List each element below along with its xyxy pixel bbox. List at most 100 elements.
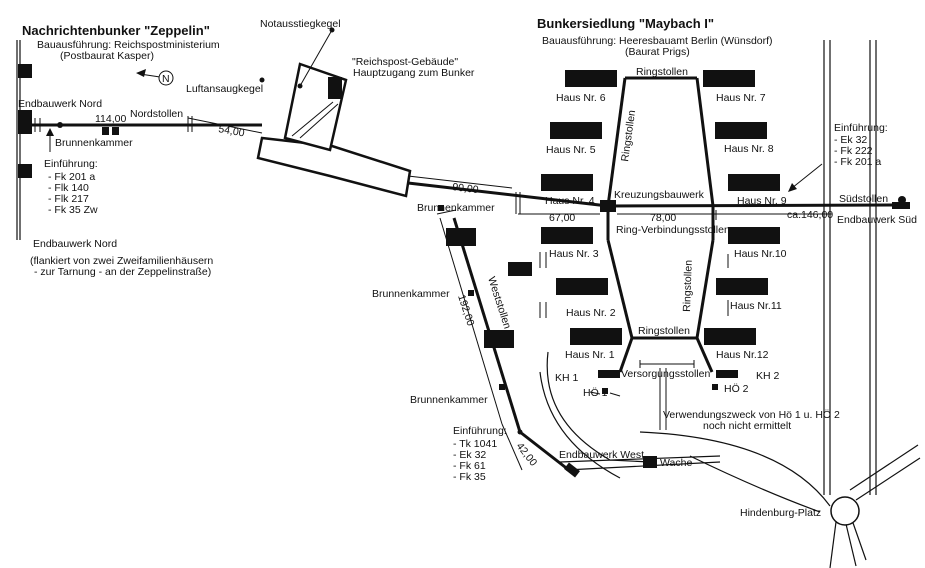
luftansaug-label: Luftansaugkegel (186, 83, 263, 95)
hindenburg-platz-label: Hindenburg-Platz (740, 507, 821, 519)
einf-left-title: Einführung: (44, 158, 98, 170)
verwendungszweck-line-2: noch nicht ermittelt (703, 420, 791, 432)
house-hatch-marks (539, 252, 729, 318)
luftansaug-dot (259, 77, 265, 83)
roads (539, 40, 921, 568)
einf-left-3: - Flk 217 (48, 193, 89, 205)
einf-left-1: - Fk 201 a (48, 171, 95, 183)
zeppelin-subtitle-2: (Postbaurat Kasper) (60, 50, 154, 62)
distance-146: ca.146,00 (787, 209, 833, 221)
house-block-12 (704, 328, 756, 345)
distance-67: 67,00 (549, 212, 575, 224)
nordstollen-label: Nordstollen (130, 108, 183, 120)
house-block-4 (541, 174, 593, 191)
brunnenkammer-nw-block-2 (112, 127, 119, 135)
house-label-12: Haus Nr.12 (716, 349, 769, 361)
brunnenkammer-small-3 (499, 384, 505, 390)
einf-west-4: - Fk 35 (453, 471, 486, 483)
zeppelin-subtitle-1: Bauausführung: Reichspostministerium (37, 39, 220, 51)
endbauwerk-sued-block (892, 202, 910, 209)
brunnenkammer-small-1 (438, 205, 444, 211)
house-label-7: Haus Nr. 7 (716, 92, 766, 104)
flankiert-line-2: - zur Tarnung - an der Zeppelinstraße) (34, 266, 211, 278)
ringstollen-bottom-label: Ringstollen (638, 325, 690, 337)
endbauwerk-nord-bottom-label: Endbauwerk Nord (33, 238, 117, 250)
brunnenkammer-block-upper (446, 228, 476, 246)
house-block-10 (728, 227, 780, 244)
einf-right-1: - Ek 32 (834, 134, 867, 146)
zugang-lines (291, 101, 339, 139)
house-label-3: Haus Nr. 3 (549, 248, 599, 260)
versorgungsstollen-lines (589, 360, 695, 430)
hindenburg-platz-circle (830, 496, 860, 526)
endbauwerk-west-label: Endbauwerk West (559, 449, 644, 461)
house-block-8 (715, 122, 767, 139)
endbauwerk-nord-block-top (18, 64, 32, 78)
kreuzungsbauwerk-block (600, 200, 616, 212)
brunnenkammer-w2-label: Brunnenkammer (410, 394, 488, 406)
suedstollen-label: Südstollen (839, 193, 888, 205)
endbauwerk-nord-top-label: Endbauwerk Nord (18, 98, 102, 110)
house-label-4: Haus Nr. 4 (545, 195, 595, 207)
house-label-11: Haus Nr.11 (730, 300, 782, 312)
notausstieg-dot (329, 27, 335, 33)
brunnenkammer-nw-label: Brunnenkammer (55, 137, 133, 149)
einf-right-2: - Fk 222 (834, 145, 873, 157)
wache-label: Wache (660, 457, 692, 469)
small-building-left (508, 262, 532, 276)
reichspost-label-1: "Reichspost-Gebäude" (352, 56, 458, 68)
connecting-stollen (407, 175, 609, 214)
kh2-block (716, 370, 738, 378)
suedstollen-line (518, 203, 906, 220)
einf-left-4: - Fk 35 Zw (48, 204, 98, 216)
house-label-5: Haus Nr. 5 (546, 144, 596, 156)
ring-verbindungsstollen-label: Ring-Verbindungsstollen (616, 224, 730, 236)
nordstollen-line (32, 116, 263, 134)
notausstieg-pointer (299, 29, 333, 87)
verwendungszweck-line-1: Verwendungszweck von Hö 1 u. HÖ 2 (663, 409, 840, 421)
reichspost-label-2: Hauptzugang zum Bunker (353, 67, 475, 79)
distance-78: 78,00 (650, 212, 676, 224)
distance-114: 114,00 (95, 113, 126, 125)
ho2-block (712, 384, 718, 390)
house-block-5 (550, 122, 602, 139)
house-label-2: Haus Nr. 2 (566, 307, 616, 319)
ringstollen (606, 76, 715, 373)
brunnenkammer-nw-arrowhead (46, 128, 54, 136)
einf-left-2: - Flk 140 (48, 182, 89, 194)
house-label-1: Haus Nr. 1 (565, 349, 615, 361)
flankiert-line-1: (flankiert von zwei Zweifamilienhäusern (30, 255, 213, 267)
ho1-block (602, 388, 608, 394)
einf-west-3: - Fk 61 (453, 460, 486, 472)
north-arrow-icon (136, 69, 174, 86)
brunnenkammer-w1-label: Brunnenkammer (372, 288, 450, 300)
house-block-1 (570, 328, 622, 345)
kh1-block (598, 370, 620, 378)
ho2-label: HÖ 2 (724, 383, 749, 395)
notausstieg-label: Notausstiegkegel (260, 18, 341, 30)
maybach-subtitle-1: Bauausführung: Heeresbauamt Berlin (Wüns… (542, 35, 773, 47)
kreuzungsbauwerk-label: Kreuzungsbauwerk (614, 189, 705, 201)
distance-54: 54,00 (217, 123, 245, 139)
house-block-3 (541, 227, 593, 244)
brunnenkammer-center-label: Brunnenkammer (417, 202, 495, 214)
kh1-label: KH 1 (555, 372, 579, 384)
notausstieg-dot-2 (297, 83, 303, 89)
versorgungsstollen-label: Versorgungsstollen (621, 368, 710, 380)
distance-192: 192,00 (455, 293, 476, 327)
brunnenkammer-small-2 (468, 290, 474, 296)
house-block-11 (716, 278, 768, 295)
ringstollen-top-label: Ringstollen (636, 66, 688, 78)
north-arrow-label: N (162, 73, 170, 85)
house-block-2 (556, 278, 608, 295)
endbauwerk-nord-block (18, 110, 32, 134)
weststollen-label: Weststollen (485, 275, 513, 330)
einf-west-2: - Ek 32 (453, 449, 486, 461)
einf-west-1: - Tk 1041 (453, 438, 497, 450)
house-blocks (541, 70, 780, 345)
ringstollen-right-label: Ringstollen (681, 260, 695, 312)
weststollen-line (436, 209, 575, 476)
kh2-label: KH 2 (756, 370, 780, 382)
house-block-9 (728, 174, 780, 191)
